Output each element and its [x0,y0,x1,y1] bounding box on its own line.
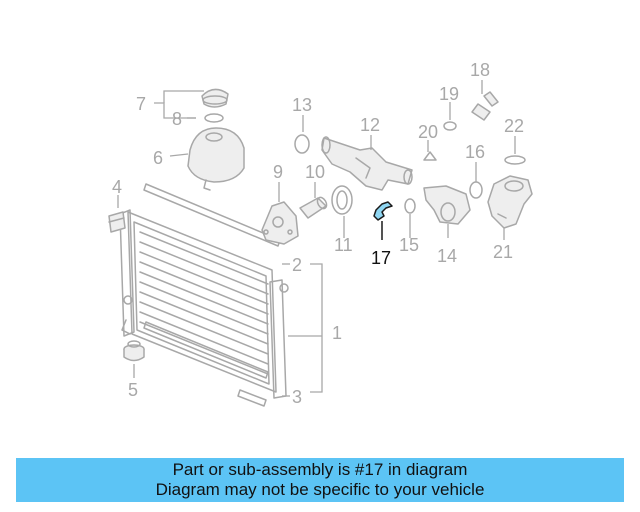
cap-seal-ring [204,113,224,123]
callout-22: 22 [504,116,524,136]
retaining-clip-17 [373,201,393,240]
coolant-outlet [423,185,471,225]
water-pump-housing [261,201,299,245]
callout-1: 1 [332,323,342,343]
o-ring-16 [469,181,483,199]
o-ring-15 [404,198,416,214]
callout-4: 4 [112,177,122,197]
callout-6: 6 [153,148,163,168]
flange-gasket-11 [331,185,353,215]
lower-seal-strip [143,321,269,379]
callout-18: 18 [470,60,490,80]
part-info-banner: Part or sub-assembly is #17 in diagram D… [16,458,624,502]
banner-line-1: Part or sub-assembly is #17 in diagram [172,460,468,479]
callout-14: 14 [437,246,457,266]
expansion-tank [187,127,245,191]
callout-10: 10 [305,162,325,182]
banner-line-2: Diagram may not be specific to your vehi… [155,480,485,499]
flange-o-ring-13 [294,134,310,154]
leader-lines [117,80,516,397]
housing-gasket-22 [504,155,526,165]
callout-16: 16 [465,142,485,162]
expansion-tank-cap [201,88,229,108]
callout-11: 11 [334,235,353,255]
mount-bushing-upper [108,211,126,233]
coolant-housing-21 [487,175,533,229]
callout-2: 2 [292,255,302,275]
callout-17: 17 [371,248,391,268]
coolant-flange [321,136,413,191]
callout-5: 5 [128,380,138,400]
sensor-o-ring [443,121,457,131]
callout-20: 20 [418,122,438,142]
callout-19: 19 [439,84,459,104]
callout-9: 9 [273,162,283,182]
callout-13: 13 [292,95,312,115]
mount-bushing-lower [123,340,145,362]
callout-3: 3 [292,387,302,407]
upper-seal-strip [143,183,281,247]
callout-21: 21 [493,242,513,262]
callout-8: 8 [172,109,182,129]
callout-15: 15 [399,235,419,255]
coolant-hose [299,196,328,219]
temperature-sensor [471,91,499,121]
callout-7: 7 [136,94,146,114]
sensor-clip [423,151,437,161]
callout-12: 12 [360,115,380,135]
parts-diagram: 1 2 3 4 5 6 7 8 9 10 11 12 13 14 15 16 1… [108,60,533,407]
